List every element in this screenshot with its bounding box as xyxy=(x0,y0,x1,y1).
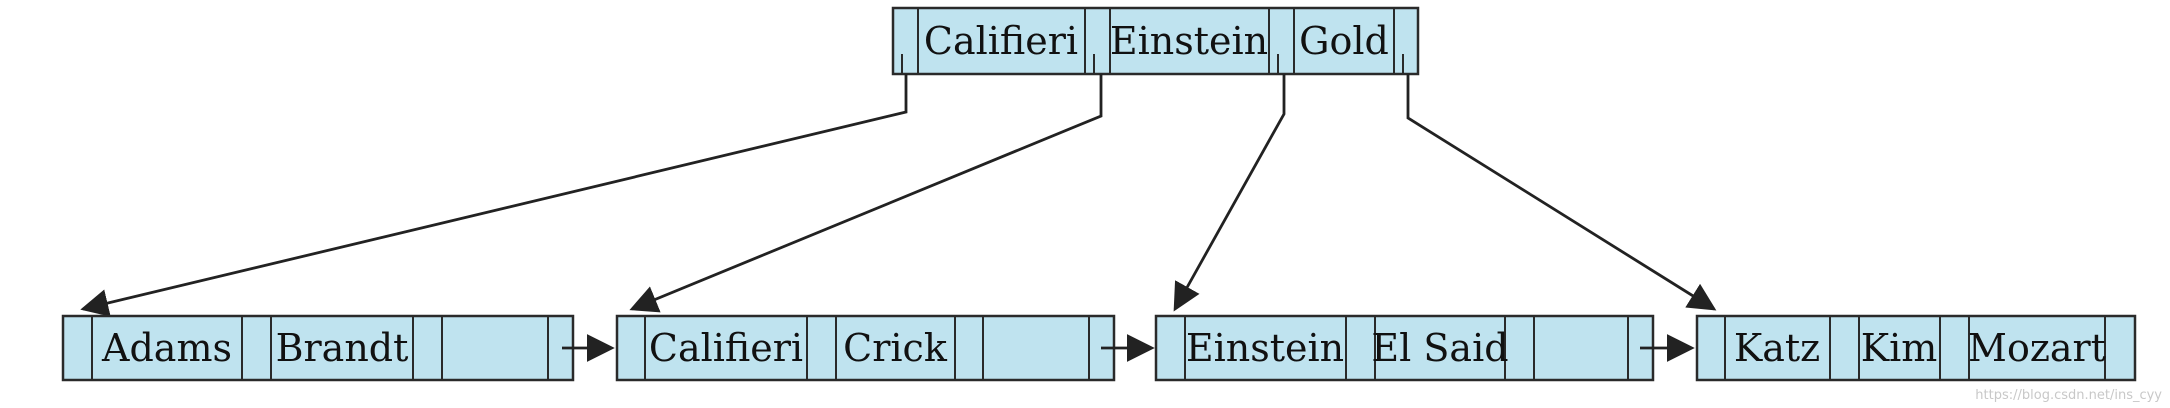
leaf-4-key-2: Kim xyxy=(1861,326,1938,370)
leaf-3-key-1: Einstein xyxy=(1186,326,1344,370)
root-pointer-edge-4 xyxy=(1406,74,1717,311)
root-pointer-edge-1 xyxy=(80,74,908,317)
leaf-1-key-1: Adams xyxy=(101,326,232,370)
root-key-2: Einstein xyxy=(1110,19,1268,63)
leaf-node-3: Einstein El Said xyxy=(1154,314,1655,382)
leaf-4-key-3: Mozart xyxy=(1968,326,2106,370)
watermark-text: https://blog.csdn.net/ins_cyy xyxy=(1975,388,2162,403)
leaf-2-key-1: Califieri xyxy=(649,326,803,370)
leaf-node-2: Califieri Crick xyxy=(615,314,1116,382)
leaf-4-key-1: Katz xyxy=(1734,326,1820,370)
leaf-node-4: Katz Kim Mozart xyxy=(1695,314,2137,382)
root-key-1: Califieri xyxy=(924,19,1078,63)
leaf-1-key-2: Brandt xyxy=(276,326,409,370)
leaf-node-1: Adams Brandt xyxy=(61,314,575,382)
root-key-3: Gold xyxy=(1299,19,1389,63)
root-pointer-edge-3 xyxy=(1173,74,1286,312)
leaf-2-key-2: Crick xyxy=(843,326,948,370)
root-node-box xyxy=(891,6,1420,76)
root-pointer-edge-2 xyxy=(629,74,1103,313)
root-node: Califieri Einstein Gold xyxy=(891,6,1420,76)
leaf-3-key-2: El Said xyxy=(1371,326,1508,370)
